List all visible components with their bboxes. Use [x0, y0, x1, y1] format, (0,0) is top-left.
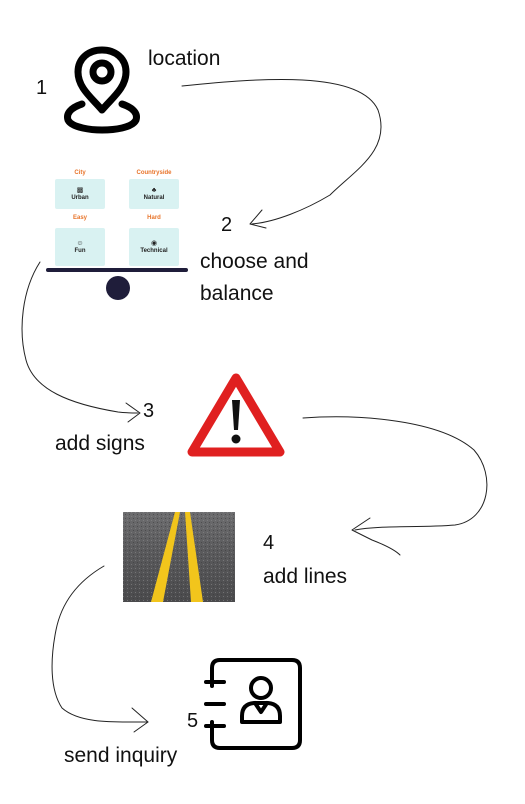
right-top-heading: Countryside [136, 170, 172, 176]
step-3-label: add signs [55, 432, 145, 455]
step-2-label-line1: choose and [200, 250, 309, 273]
contact-card-icon [204, 658, 302, 750]
bus-icon: ▩ [76, 187, 84, 194]
smile-icon: ☺ [76, 240, 84, 247]
warning-sign-icon [187, 373, 285, 457]
step-2-number: 2 [221, 214, 233, 236]
option-natural-label: Natural [143, 195, 165, 201]
tree-icon: ♣ [151, 187, 157, 194]
option-technical: ◉ Technical [129, 228, 179, 266]
arrow-4-to-5 [51, 565, 149, 723]
step-1-label: location [148, 47, 221, 70]
step-5-number: 5 [187, 710, 199, 732]
option-technical-label: Technical [140, 248, 168, 254]
step-1-number: 1 [36, 77, 48, 99]
step-3-number: 3 [143, 400, 155, 422]
arrowhead-4 [351, 517, 401, 556]
option-urban-label: Urban [71, 195, 89, 201]
right-bottom-heading: Hard [147, 215, 161, 221]
option-urban: ▩ Urban [55, 179, 105, 209]
road-lines-icon [123, 512, 235, 602]
arrowhead-5 [131, 707, 149, 733]
option-fun: ☺ Fun [55, 228, 105, 266]
left-top-heading: City [74, 170, 86, 176]
location-pin-icon [64, 46, 140, 134]
left-bottom-heading: Easy [72, 215, 87, 221]
step-2-label-line2: balance [200, 282, 274, 305]
step-5-label: send inquiry [64, 744, 178, 767]
step-4-label: add lines [263, 565, 348, 588]
arrow-1-to-2 [181, 78, 382, 225]
option-fun-label: Fun [74, 248, 86, 254]
arrowhead-2 [249, 209, 267, 229]
arrow-2-to-3 [21, 261, 139, 414]
step-4-number: 4 [263, 532, 275, 554]
gauge-icon: ◉ [150, 240, 158, 247]
scale-fulcrum [106, 276, 130, 300]
option-natural: ♣ Natural [129, 179, 179, 209]
arrowhead-3 [125, 402, 141, 423]
arrow-3-to-4 [302, 416, 488, 531]
scale-beam [46, 268, 188, 272]
